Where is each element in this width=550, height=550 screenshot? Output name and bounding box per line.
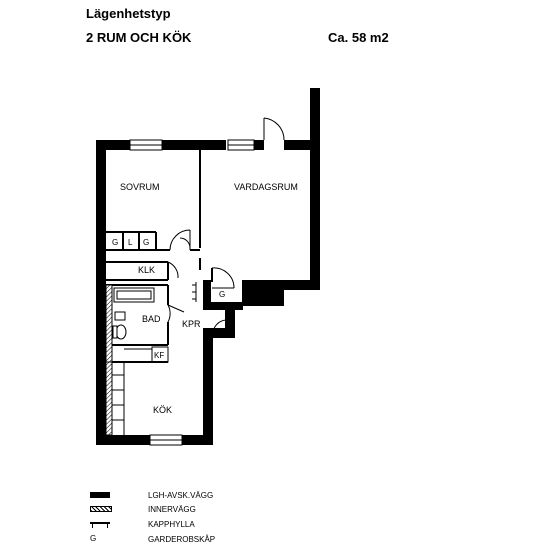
legend-label: GARDEROBSKÅP bbox=[148, 534, 216, 544]
wall-thick-swatch bbox=[90, 492, 110, 498]
wardrobe-symbol: G bbox=[90, 534, 97, 543]
legend-label: LGH-AVSK.VÄGG bbox=[148, 490, 214, 500]
room-label-sovrum: SOVRUM bbox=[120, 182, 160, 192]
bathroom-fixtures bbox=[112, 311, 127, 340]
plan-type-title: Lägenhetstyp bbox=[86, 6, 171, 21]
bathtub bbox=[113, 287, 155, 303]
room-label-vardagsrum: VARDAGSRUM bbox=[234, 182, 298, 192]
kitchen-counter bbox=[112, 346, 169, 435]
room-label-klk: KLK bbox=[138, 265, 155, 275]
legend-item-shelf: KAPPHYLLA bbox=[90, 518, 195, 530]
wardrobe-symbol: G bbox=[219, 290, 225, 299]
legend-item-inner-wall: INNERVÄGG bbox=[90, 503, 196, 515]
balcony-door bbox=[263, 117, 285, 141]
wall-hatched-swatch bbox=[90, 506, 112, 512]
fridge-freezer-symbol: KF bbox=[154, 351, 164, 360]
interior-doors bbox=[167, 229, 235, 336]
linen-symbol: L bbox=[128, 238, 133, 247]
balcony-rail bbox=[310, 88, 313, 140]
legend-item-wall: LGH-AVSK.VÄGG bbox=[90, 489, 213, 501]
windows bbox=[129, 139, 255, 446]
shelf-swatch bbox=[90, 521, 110, 528]
inner-walls bbox=[106, 150, 213, 363]
room-label-kok: KÖK bbox=[153, 405, 172, 415]
apartment-type: 2 RUM OCH KÖK bbox=[86, 30, 192, 45]
wardrobe-symbol: G bbox=[143, 238, 149, 247]
hatched-walls bbox=[105, 284, 113, 436]
legend-label: KAPPHYLLA bbox=[148, 519, 195, 529]
coat-shelf bbox=[192, 282, 197, 302]
legend-label: INNERVÄGG bbox=[148, 504, 196, 514]
room-label-kpr: KPR bbox=[182, 319, 201, 329]
legend-item-wardrobe: G GARDEROBSKÅP bbox=[90, 533, 215, 545]
room-label-bad: BAD bbox=[142, 314, 161, 324]
apartment-area: Ca. 58 m2 bbox=[328, 30, 389, 45]
wardrobe-symbol: G bbox=[112, 238, 118, 247]
